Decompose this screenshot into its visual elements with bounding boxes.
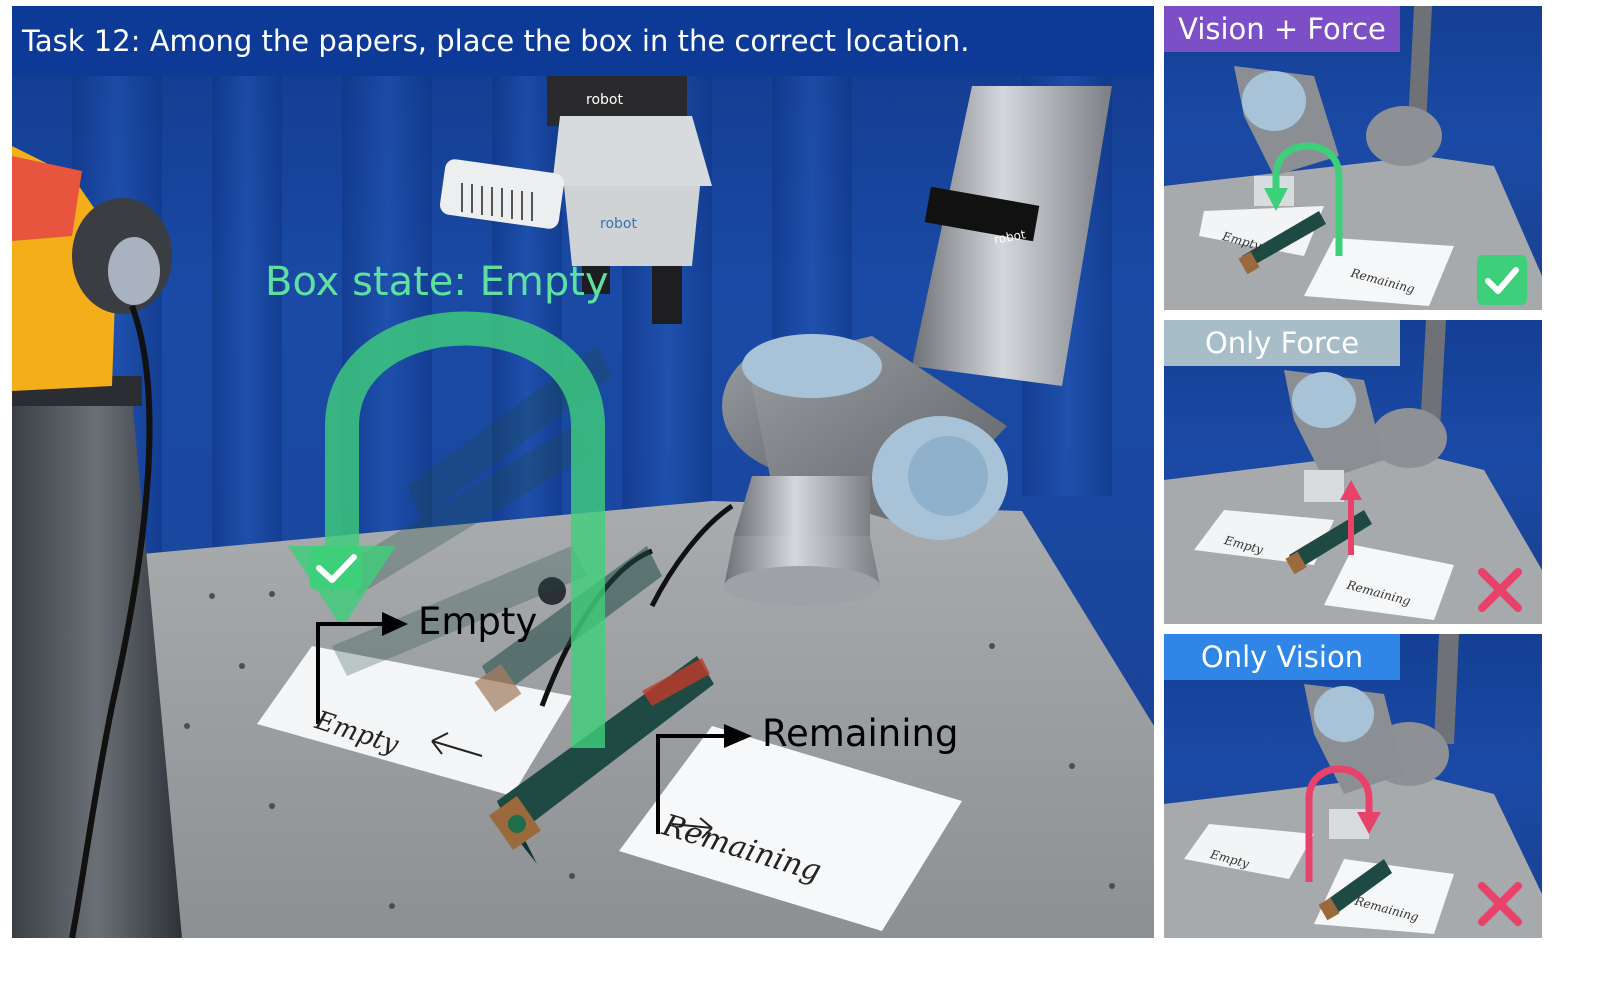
panel-label-vision-force: Vision + Force [1164, 6, 1400, 52]
main-scene-image: Task 12: Among the papers, place the box… [12, 6, 1154, 938]
empty-target-arrow [316, 612, 408, 724]
cross-mark-icon [1478, 568, 1522, 612]
aluminum-pillar [12, 376, 182, 938]
target-label-remaining: Remaining [762, 712, 959, 755]
gripper-brand-badge: robot [600, 216, 637, 232]
panel-label-only-force: Only Force [1164, 320, 1400, 366]
panel-only-force: Empty Remaining Only Force [1164, 320, 1542, 624]
ur-robot-arm [722, 86, 1112, 540]
remaining-target-arrow [656, 724, 752, 834]
panel-label-only-vision: Only Vision [1164, 634, 1400, 680]
only-force-scene [1164, 320, 1542, 624]
check-mark-icon [1477, 255, 1527, 305]
robot-workspace-scene [12, 76, 1154, 938]
only-vision-scene [1164, 634, 1542, 938]
coffee-box [489, 656, 714, 864]
panel-vision-force: Empty Remaining Vision + Force [1164, 6, 1542, 310]
panel-only-vision: Empty Remaining Only Vision [1164, 634, 1542, 938]
paper-arrow-empty [431, 732, 483, 757]
trajectory-arrow-only-force [1340, 480, 1362, 555]
vision-force-scene [1164, 6, 1542, 310]
trajectory-arrow-vision-force [1264, 142, 1343, 256]
trajectory-arrow-only-vision [1305, 765, 1381, 882]
ghost-coffee-boxes [332, 346, 612, 676]
cross-mark-icon [1478, 882, 1522, 926]
task-title-banner: Task 12: Among the papers, place the box… [12, 6, 1154, 76]
onrobot-gripper [439, 76, 712, 324]
table-holes [184, 563, 1115, 909]
paper-remaining [619, 726, 962, 931]
check-mark-icon [310, 546, 362, 590]
gripper-brand-text: robot [586, 92, 623, 108]
paper-arrow-remaining [671, 817, 713, 839]
target-label-empty: Empty [418, 600, 538, 643]
orange-bracket [12, 146, 172, 391]
box-state-label: Box state: Empty [265, 259, 609, 305]
